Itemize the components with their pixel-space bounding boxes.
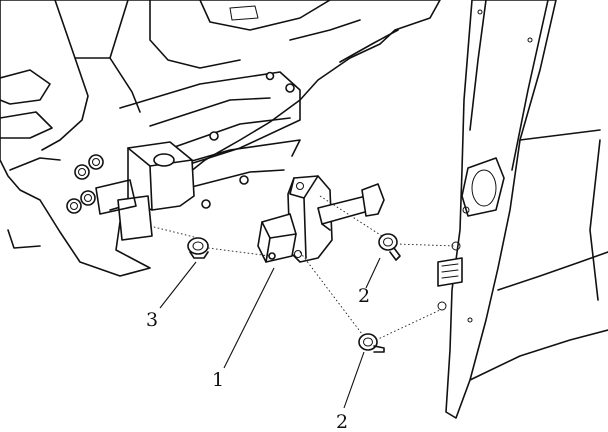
callout-label-part-1: 1	[212, 369, 224, 391]
door-hinge	[66, 141, 195, 241]
door-check-strap-part	[257, 175, 385, 263]
callout-label-part-3: 3	[146, 309, 158, 331]
callout-label-part-2-lower: 2	[336, 411, 348, 432]
assembly-guide-lines	[149, 195, 457, 341]
callout-leader-lines	[159, 257, 381, 409]
callout-label-part-2-upper: 2	[358, 285, 370, 307]
hinge-bolt-cluster	[66, 154, 104, 214]
fastener-part-3	[187, 237, 209, 259]
bolt-part-2-lower	[358, 333, 385, 353]
bolt-part-2-upper	[378, 233, 401, 261]
door-inner-panel	[437, 0, 608, 419]
body-pillar-structure	[0, 0, 441, 277]
